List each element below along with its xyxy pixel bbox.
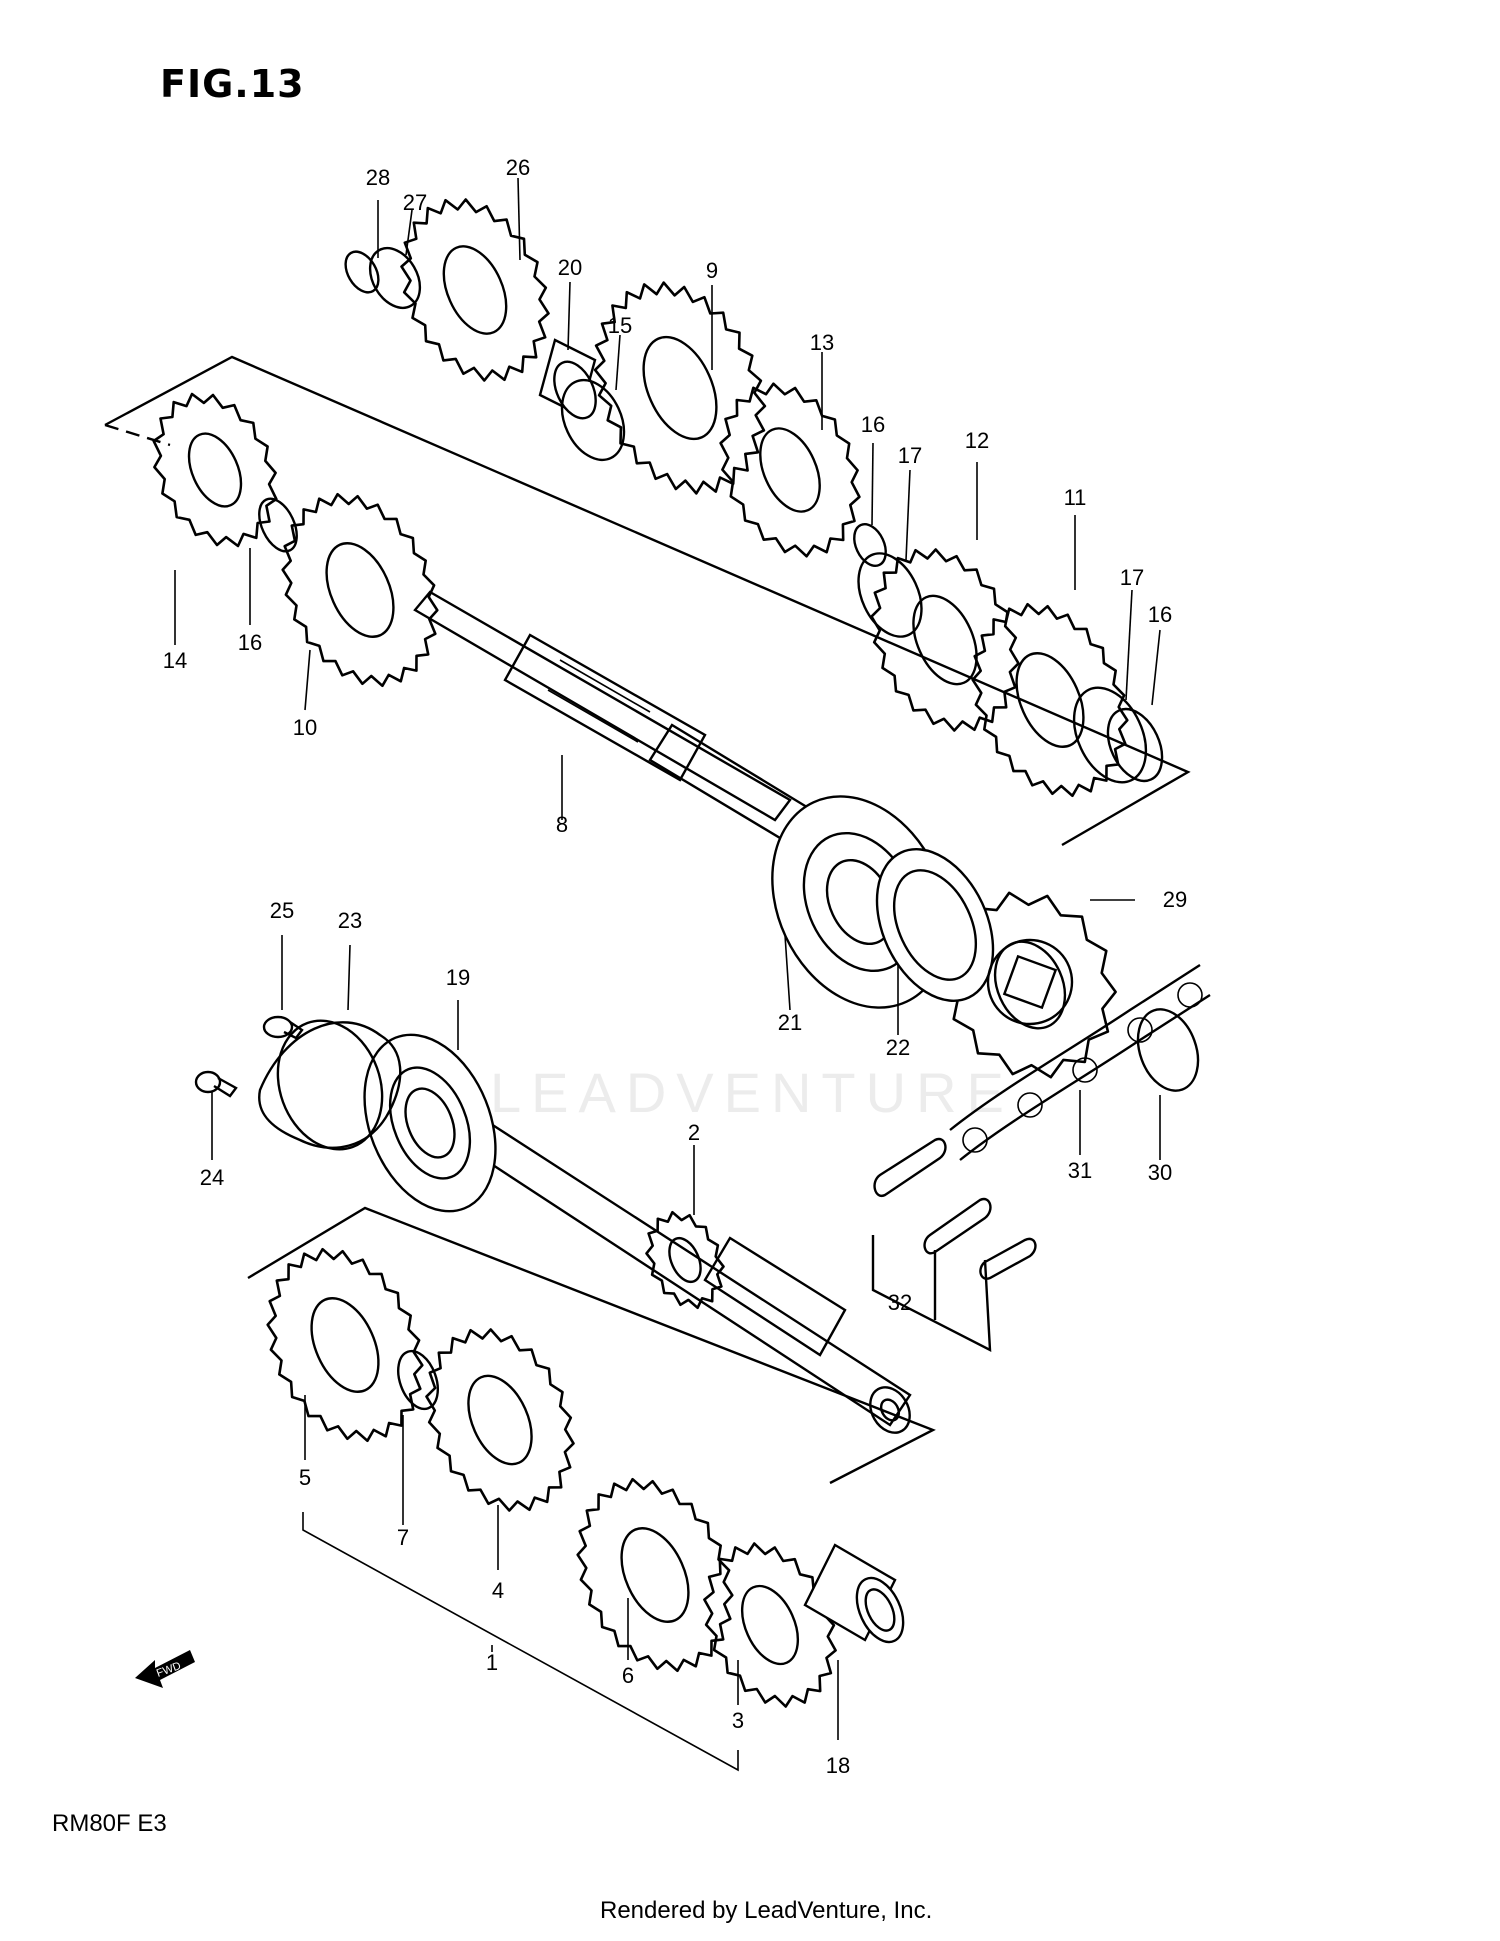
screw-24 xyxy=(194,1070,238,1098)
leader-lines xyxy=(174,177,1161,1772)
callout-16b: 16 xyxy=(1148,602,1172,627)
circlip-28 xyxy=(344,250,380,294)
washer-17-right xyxy=(1072,686,1148,784)
gear-11 xyxy=(971,602,1129,798)
callout-11: 11 xyxy=(1064,485,1087,510)
callout-28: 28 xyxy=(366,165,390,190)
callout-17b: 17 xyxy=(1120,565,1144,590)
gear-3 xyxy=(703,1542,837,1708)
model-code: RM80F E3 xyxy=(52,1810,167,1837)
callout-12: 12 xyxy=(965,428,989,453)
chain-joint-32 xyxy=(871,1137,1037,1353)
gear-13 xyxy=(719,382,861,558)
gear-14 xyxy=(152,392,278,548)
gear-4 xyxy=(425,1328,575,1512)
lower-assembly-frame xyxy=(247,1206,936,1485)
circlip-16-left xyxy=(258,497,298,553)
callout-labels: 1234567891011121314151819202122232425262… xyxy=(163,155,1187,1778)
circlip-30 xyxy=(1136,1008,1200,1092)
gear-2 xyxy=(645,1210,725,1310)
gear-12 xyxy=(870,548,1020,732)
callout-19: 19 xyxy=(446,965,470,990)
callout-27: 27 xyxy=(403,190,427,215)
gear-6 xyxy=(576,1477,734,1673)
callout-29: 29 xyxy=(1163,887,1187,912)
fwd-arrow-icon: FWD xyxy=(135,1650,195,1688)
gear-10 xyxy=(281,492,439,688)
screw-25 xyxy=(262,1015,304,1040)
washer-27 xyxy=(368,246,422,310)
callout-15: 15 xyxy=(608,313,632,338)
callout-32: 32 xyxy=(888,1290,912,1315)
drive-chain-31 xyxy=(949,963,1211,1161)
callout-13: 13 xyxy=(810,330,834,355)
callout-8: 8 xyxy=(556,812,568,837)
callout-18: 18 xyxy=(826,1753,850,1778)
upper-assembly-frame xyxy=(104,355,1191,847)
callout-30: 30 xyxy=(1148,1160,1172,1185)
needle-bearing-20 xyxy=(538,338,597,420)
needle-bearing-18 xyxy=(803,1543,905,1644)
callout-9: 9 xyxy=(706,258,718,283)
figure-title: FIG.13 xyxy=(160,62,305,106)
callout-21: 21 xyxy=(778,1010,802,1035)
engine-sprocket-29 xyxy=(986,938,1074,1026)
callout-26: 26 xyxy=(506,155,530,180)
callout-17a: 17 xyxy=(898,443,922,468)
bearing-retainer-23 xyxy=(258,1019,402,1151)
gear-5 xyxy=(266,1247,424,1443)
callout-7: 7 xyxy=(397,1525,409,1550)
callout-25: 25 xyxy=(270,898,294,923)
oil-seal-22 xyxy=(875,848,995,1002)
bearing-19 xyxy=(363,1033,497,1213)
washer-17-mid xyxy=(857,552,923,638)
countershaft xyxy=(413,590,822,852)
fwd-label: FWD xyxy=(155,1660,183,1680)
callout-14: 14 xyxy=(163,648,187,673)
callout-24: 24 xyxy=(200,1165,224,1190)
circlip-7 xyxy=(397,1349,439,1411)
gear-9 xyxy=(593,281,767,495)
washer-15 xyxy=(560,378,626,462)
callout-2: 2 xyxy=(688,1120,700,1145)
callout-16c: 16 xyxy=(238,630,262,655)
circlip-16-right xyxy=(1106,707,1164,783)
callout-4: 4 xyxy=(492,1578,504,1603)
circlip-16-mid xyxy=(853,523,887,567)
callout-23: 23 xyxy=(338,908,362,933)
callout-16a: 16 xyxy=(861,412,885,437)
callout-31: 31 xyxy=(1068,1158,1092,1183)
callout-1: 1 xyxy=(486,1650,498,1675)
callout-20: 20 xyxy=(558,255,582,280)
callout-10: 10 xyxy=(293,715,317,740)
gear-26 xyxy=(400,198,550,382)
callout-6: 6 xyxy=(622,1663,634,1688)
callout-3: 3 xyxy=(732,1708,744,1733)
footer-credit: Rendered by LeadVenture, Inc. xyxy=(600,1897,933,1924)
callout-5: 5 xyxy=(299,1465,311,1490)
callout-22: 22 xyxy=(886,1035,910,1060)
watermark-text: LEADVENTURE xyxy=(490,1061,1014,1124)
